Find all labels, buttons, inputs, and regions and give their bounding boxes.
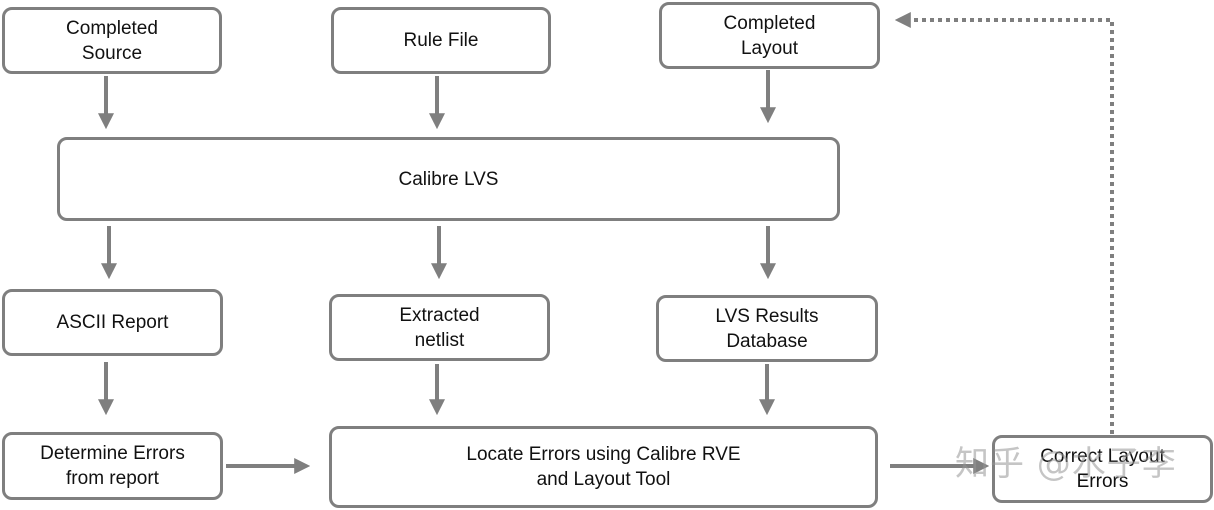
node-correct-layout-errors: Correct Layout Errors bbox=[992, 435, 1213, 503]
dotted-feedback-arrow bbox=[894, 12, 1114, 434]
node-extracted-netlist: Extracted netlist bbox=[329, 294, 550, 361]
node-completed-layout: Completed Layout bbox=[659, 2, 880, 69]
node-calibre-lvs: Calibre LVS bbox=[57, 137, 840, 221]
node-completed-source: Completed Source bbox=[2, 7, 222, 74]
node-ascii-report: ASCII Report bbox=[2, 289, 223, 356]
node-lvs-results-database: LVS Results Database bbox=[656, 295, 878, 362]
node-rule-file: Rule File bbox=[331, 7, 551, 74]
node-determine-errors: Determine Errors from report bbox=[2, 432, 223, 500]
node-locate-errors: Locate Errors using Calibre RVE and Layo… bbox=[329, 426, 878, 508]
watermark: 知乎 @水子李 bbox=[955, 444, 1177, 484]
